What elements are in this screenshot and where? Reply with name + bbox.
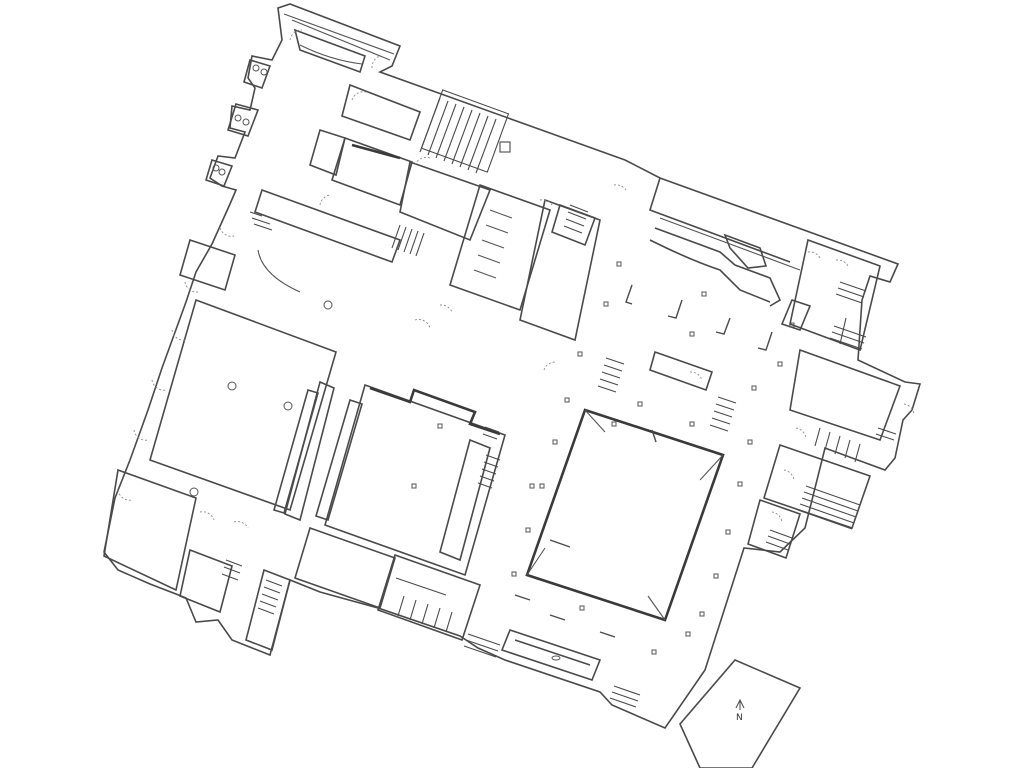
south-stalls — [395, 577, 453, 633]
west-hall — [103, 238, 337, 592]
south-stair-west — [221, 559, 283, 615]
east-stair-middle — [814, 427, 897, 463]
east-wing — [747, 238, 902, 560]
north-arrow-label: N — [736, 713, 743, 723]
hall-stair-west — [597, 357, 625, 393]
north-arrow-icon — [735, 698, 745, 710]
northeast-corridor — [649, 177, 801, 307]
central-north-stair — [563, 204, 589, 234]
hall-columns — [511, 261, 795, 655]
south-stair-east — [609, 685, 641, 708]
hall-stair-east — [709, 396, 737, 432]
east-stair-upper — [829, 281, 867, 350]
west-stair — [249, 211, 425, 257]
south-stair-central — [463, 633, 501, 658]
central-room-stair — [477, 426, 501, 489]
restroom-block — [449, 183, 601, 342]
hall-partitions — [514, 284, 773, 638]
central-atrium — [525, 350, 725, 622]
south-rooms — [179, 526, 602, 681]
north-stair — [419, 89, 511, 174]
central-room — [315, 383, 506, 577]
door-swings — [117, 29, 915, 529]
northwest-wing — [205, 28, 492, 264]
east-stair-lower — [765, 485, 861, 551]
north-arrow-panel: N — [679, 659, 802, 768]
